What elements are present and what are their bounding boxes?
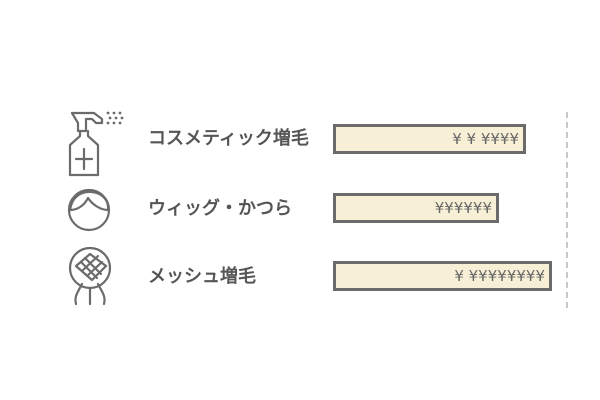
mesh-hair-icon [68, 246, 112, 306]
bar-value-label-2: ¥¥¥¥¥¥ [434, 199, 492, 217]
bar-value-label-3: ¥ ¥¥¥¥¥¥¥¥ [454, 267, 545, 285]
category-label-1: コスメティック増毛 [148, 128, 309, 149]
wig-head-icon [67, 188, 111, 232]
bar-2: ¥¥¥¥¥¥ [333, 193, 499, 223]
spray-bottle-icon [68, 111, 124, 177]
category-label-2: ウィッグ・かつら [148, 198, 292, 219]
reference-line [566, 112, 568, 308]
bar-value-label-1: ¥ ¥ ¥¥¥¥ [452, 130, 519, 148]
bar-1: ¥ ¥ ¥¥¥¥ [333, 124, 526, 154]
category-label-3: メッシュ増毛 [148, 266, 256, 287]
bar-3: ¥ ¥¥¥¥¥¥¥¥ [333, 261, 552, 291]
